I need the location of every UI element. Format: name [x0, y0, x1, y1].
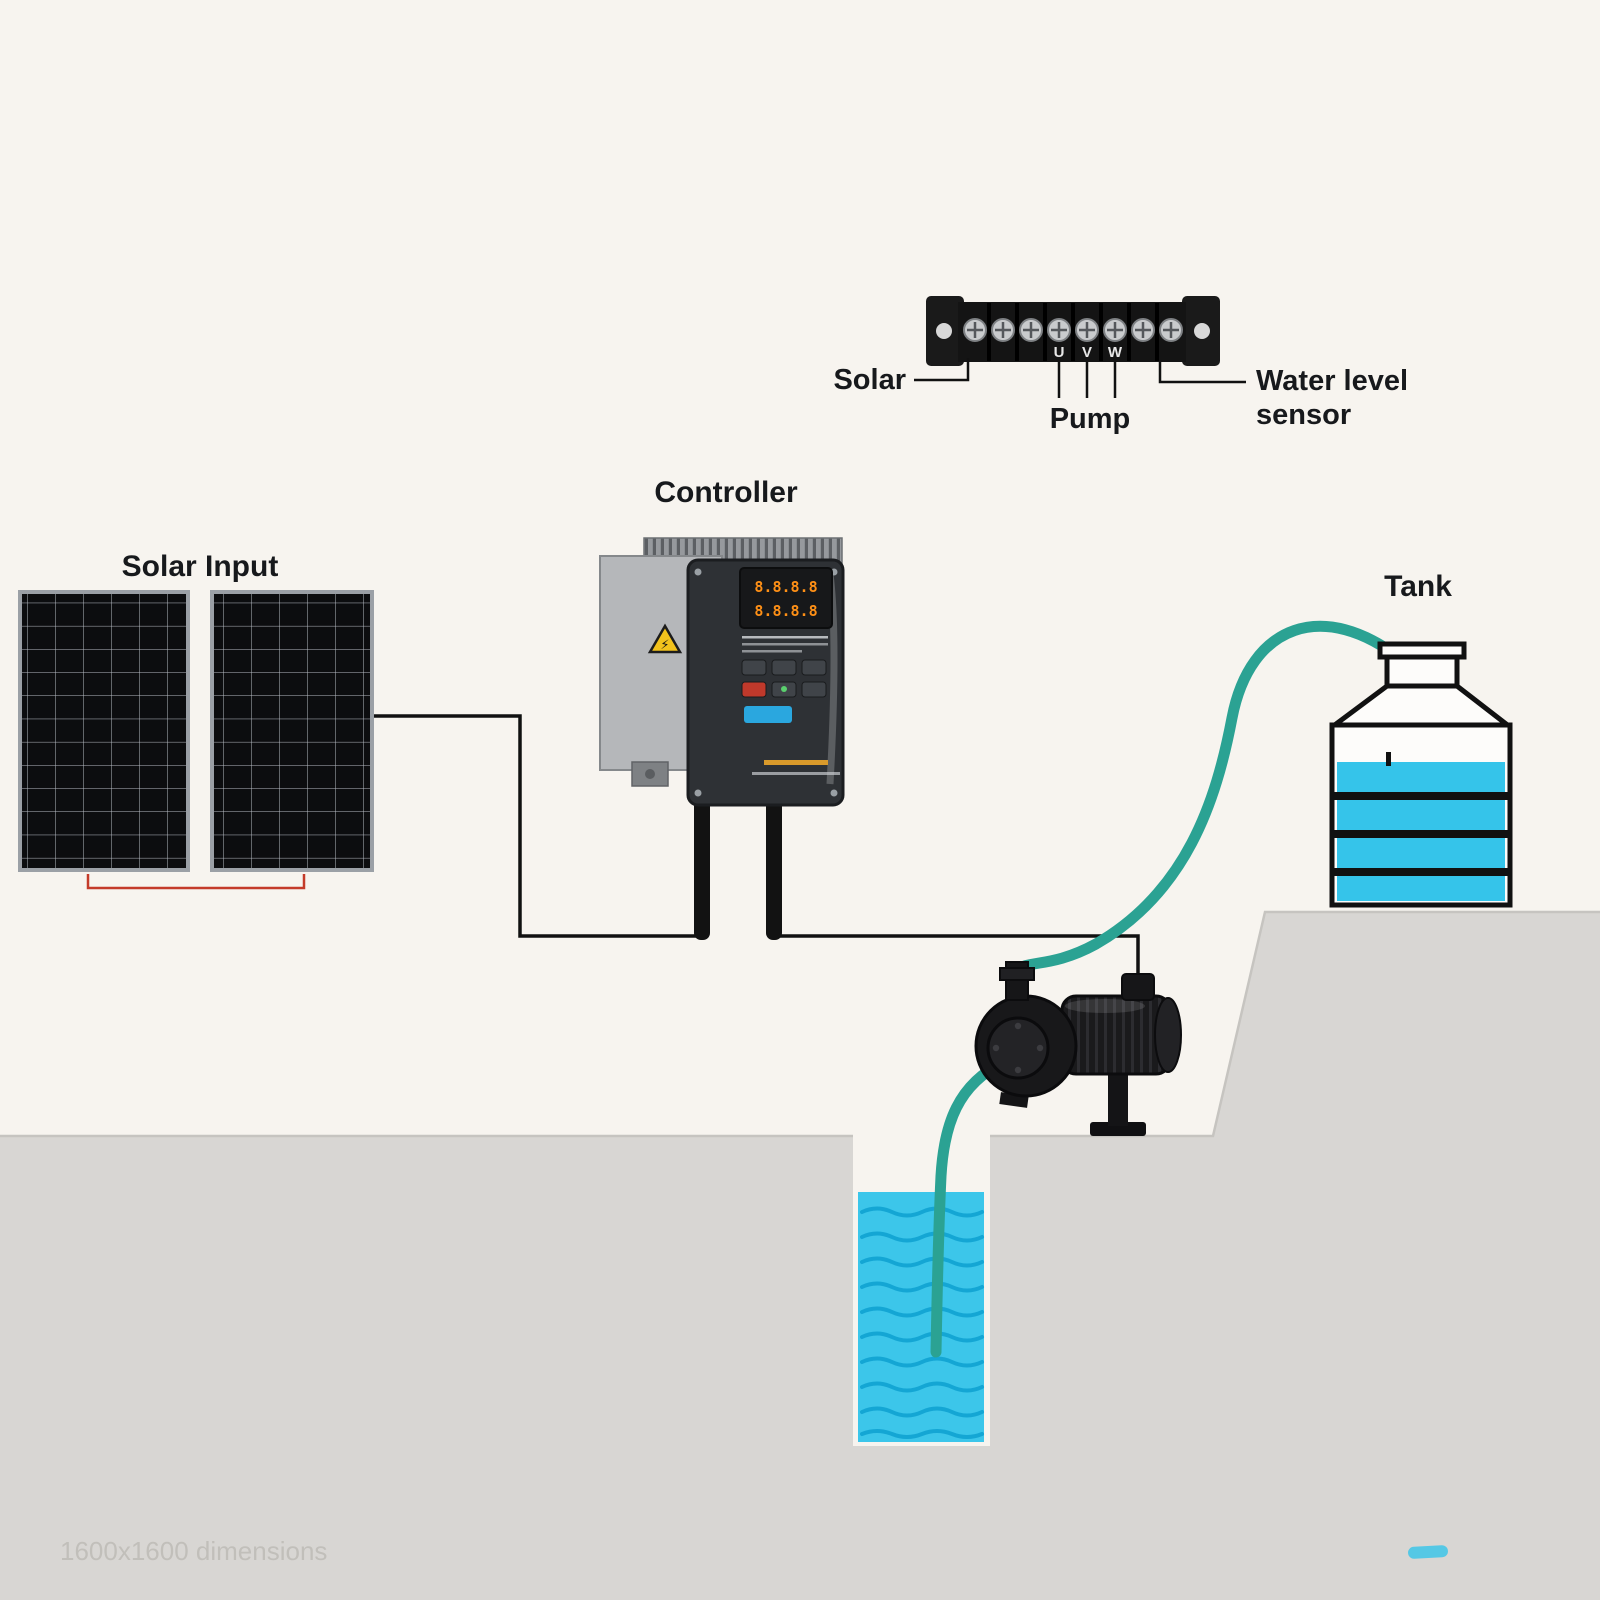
mounting-hole-right	[1194, 323, 1210, 339]
water-level-sensor-label-line2: sensor	[1256, 399, 1351, 431]
tank-hose-pipe	[1011, 620, 1408, 976]
water-level-sensor-label-line1: Water level	[1256, 365, 1408, 397]
well	[858, 1192, 984, 1442]
well-hose-pipe	[930, 1056, 1010, 1358]
corner-smudge	[1408, 1545, 1448, 1559]
tank-label: Tank	[1384, 570, 1452, 603]
mounting-hole-left	[936, 323, 952, 339]
tank-water-band	[1337, 838, 1505, 868]
inlet-hex-nut	[999, 967, 1035, 981]
terminal-letter-w: W	[1108, 344, 1123, 361]
tank-water-band	[1337, 876, 1505, 901]
tank-stripes	[1334, 792, 1508, 876]
watermark-text: 1600x1600 dimensions	[60, 1536, 327, 1566]
well-waves	[860, 1206, 984, 1439]
screw-slots	[967, 322, 1179, 338]
controller-cable-left	[694, 792, 710, 940]
terminal-solar-label: Solar	[833, 364, 906, 396]
terminal-pump-label: Pump	[1050, 403, 1131, 435]
controller-label: Controller	[654, 476, 798, 509]
tank-water-bands	[1337, 762, 1505, 901]
pump-unit	[974, 961, 1182, 1136]
pump-leg	[1108, 1070, 1128, 1126]
solar-array: Solar Input	[18, 550, 374, 890]
sensor-leader-line	[1158, 362, 1246, 384]
tank-water-band	[1337, 800, 1505, 830]
solar-leader-line	[914, 358, 970, 382]
label-strip	[742, 650, 802, 653]
cover-bolt	[1014, 1066, 1022, 1074]
cover-bolt	[992, 1044, 1000, 1052]
label-strip	[742, 643, 828, 646]
controller-unit: Controller ⚡ 8.8.8.8 8.8.8.8	[599, 476, 845, 940]
tank-level-tick	[1386, 752, 1391, 766]
tank: Tank	[1329, 570, 1513, 908]
cover-bolt	[1014, 1022, 1022, 1030]
motor-end-cap	[1154, 997, 1182, 1073]
front-screw	[830, 789, 838, 797]
ground-shape	[0, 912, 1600, 1600]
display-row2: 8.8.8.8	[754, 602, 817, 620]
controller-to-pump-wire	[776, 934, 1140, 982]
solar-to-controller-wire	[372, 714, 700, 938]
terrain	[0, 910, 1600, 1600]
solar-panel-right	[210, 590, 374, 872]
warning-icon: ⚡	[647, 623, 683, 654]
terminal-letter-v: V	[1082, 344, 1092, 361]
terminal-screws	[963, 318, 1183, 342]
tank-water-band	[1337, 762, 1505, 792]
pump-head-cover	[986, 1016, 1050, 1080]
brand-chip	[744, 706, 792, 723]
controller-display: 8.8.8.8 8.8.8.8	[739, 567, 833, 629]
tank-lip	[1377, 641, 1467, 660]
brand-mark	[764, 760, 828, 765]
front-screw	[694, 789, 702, 797]
pump-leader-lines	[1057, 362, 1117, 398]
front-screw	[694, 568, 702, 576]
label-strip	[742, 636, 828, 639]
svg-text:⚡: ⚡	[660, 638, 669, 653]
terminal-letter-u: U	[1054, 344, 1065, 361]
tank-shoulder	[1329, 683, 1513, 730]
solar-panel-left	[18, 590, 190, 872]
solar-input-label: Solar Input	[122, 550, 279, 583]
brand-mark	[752, 772, 840, 775]
controller-cable-right	[766, 798, 782, 940]
motor-terminal-box	[1121, 973, 1155, 1001]
cover-bolt	[1036, 1044, 1044, 1052]
terminal-block: U V W Solar Pump Water level sensor	[833, 296, 1408, 435]
motor-sheen	[1065, 999, 1145, 1013]
controller-bracket-screw	[645, 769, 655, 779]
pump-base-plate	[1090, 1122, 1146, 1136]
display-row1: 8.8.8.8	[754, 578, 817, 596]
controller-keypad	[741, 659, 827, 698]
panel-connector-wire	[86, 874, 306, 890]
terminal-separators	[987, 303, 1159, 361]
